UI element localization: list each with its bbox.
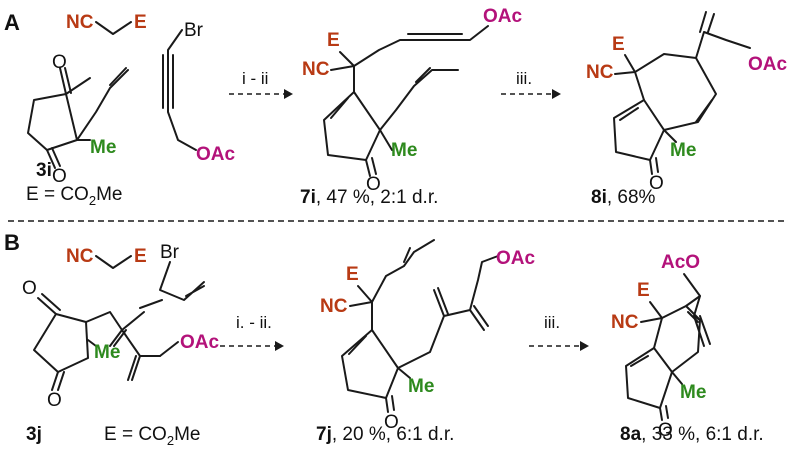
int-7i-cyclopentenone xyxy=(323,65,381,161)
panel-b-step2-conditions: iii. xyxy=(544,313,560,332)
prod-8a-side-chain xyxy=(683,273,711,347)
panel-a-step2-conditions: iii. xyxy=(516,69,532,88)
butynyl-chain xyxy=(162,29,197,151)
prod-8i-methyl-text: Me xyxy=(670,140,696,161)
prod-8a-nc-text: NC xyxy=(611,312,639,333)
panel-b-allyl-bromide: Br xyxy=(159,242,205,301)
panel-a-intermediate-7i: E NC OAc O Me xyxy=(302,6,523,195)
int-7i-carbonyl-o: O xyxy=(366,174,381,195)
int-7i-e-text: E xyxy=(327,30,340,51)
panel-a-sm-label: 3i xyxy=(36,160,52,181)
panel-a-cyanoacetate-reagent: NC E xyxy=(66,12,147,35)
int-7i-side-chain xyxy=(330,25,489,71)
int-7j-methyl-text: Me xyxy=(408,376,434,397)
int-7j-side-chain xyxy=(349,239,435,307)
prod-8i-nc-text: NC xyxy=(586,62,614,83)
panel-b-product-8a: AcO E NC O Me xyxy=(611,252,711,441)
int-7j-nc-text: NC xyxy=(320,296,348,317)
sm-b-oac-text: OAc xyxy=(180,332,220,353)
prod-8i-carbonyl-o: O xyxy=(649,173,664,194)
panel-b-prod-caption: 8a, 33 %, 6:1 d.r. xyxy=(620,424,764,445)
carbonyl-bottom-o: O xyxy=(52,166,67,187)
panel-a-step1-conditions: i - ii xyxy=(242,69,268,88)
prod-8a-e-text: E xyxy=(637,280,650,301)
panel-b-int-caption: 7j, 20 %, 6:1 d.r. xyxy=(316,424,454,445)
panel-b-cyanoacetate-reagent: NC E xyxy=(66,246,147,269)
panel-a-label: A xyxy=(4,10,20,35)
prod-8a-aco-text: AcO xyxy=(661,252,700,273)
panel-a-e-definition: E = CO2Me xyxy=(26,184,122,208)
sm-b-o-bottom: O xyxy=(47,390,62,411)
prod-8i-seven-ring xyxy=(634,53,717,131)
prod-8i-e-text: E xyxy=(612,34,625,55)
prod-8a-cyclopentenone xyxy=(625,347,673,409)
panel-b-step1-conditions: i. - ii. xyxy=(236,313,272,332)
int-7j-carbonyl-o: O xyxy=(384,412,399,433)
bromide-br-text: Br xyxy=(184,20,204,41)
int-7j-oac-text: OAc xyxy=(496,248,536,269)
sm-methyl-text: Me xyxy=(90,137,116,158)
allyl-br-text: Br xyxy=(160,242,180,263)
cyclopentanedione-ring xyxy=(27,93,78,151)
prod-8a-carbonyl-o: O xyxy=(658,420,673,441)
int-7i-nc-text: NC xyxy=(302,59,330,80)
carbonyl-top-o: O xyxy=(52,52,67,73)
panel-b-intermediate-7j: E NC O Me OAc xyxy=(320,239,536,433)
prod-8i-methylene-side xyxy=(695,11,751,59)
sm-b-methyl-text: Me xyxy=(94,342,120,363)
panel-b-sm-label: 3j xyxy=(26,424,42,445)
reagent-b-e-text: E xyxy=(134,246,147,267)
panel-b-starting-material: O O OAc Me xyxy=(22,278,220,411)
reagent-nc-text: NC xyxy=(66,12,94,33)
int-7j-e-text: E xyxy=(346,264,359,285)
prod-8a-seven-ring xyxy=(653,295,701,373)
sm-b-o-top: O xyxy=(22,278,37,299)
panel-a-prod-caption: 8i, 68% xyxy=(591,187,656,208)
carbonyl-bottom-bond xyxy=(46,149,56,169)
allyl-chain xyxy=(76,67,129,141)
prod-8i-cyclopentenone xyxy=(613,99,665,161)
prod-8i-oac-text: OAc xyxy=(748,54,788,75)
reagent-b-nc-text: NC xyxy=(66,246,94,267)
panel-b-e-definition: E = CO2Me xyxy=(104,424,200,448)
panel-a-starting-material: O O Me xyxy=(27,52,129,187)
sm-b-ring xyxy=(33,313,89,373)
reagent-bonds xyxy=(95,21,132,35)
int-7i-allyl xyxy=(379,67,459,131)
int-7j-cyclopentenone xyxy=(341,301,399,399)
panel-b-label: B xyxy=(4,230,20,255)
carbonyl-top-bond xyxy=(59,67,67,95)
panel-a-bromobutynyl-acetate: Br OAc xyxy=(162,20,236,165)
panel-a-product-8i: E NC OAc O Me xyxy=(586,11,788,194)
int-7j-diene-chain xyxy=(397,255,499,369)
reagent-e-text: E xyxy=(134,12,147,33)
sm-b-diene-chain xyxy=(85,299,163,347)
int-7i-methyl-text: Me xyxy=(391,140,417,161)
bromide-oac-text: OAc xyxy=(196,144,236,165)
prod-8a-methyl-text: Me xyxy=(680,382,706,403)
panel-a-int-caption: 7i, 47 %, 2:1 d.r. xyxy=(300,187,438,208)
int-7i-oac-text: OAc xyxy=(483,6,523,27)
